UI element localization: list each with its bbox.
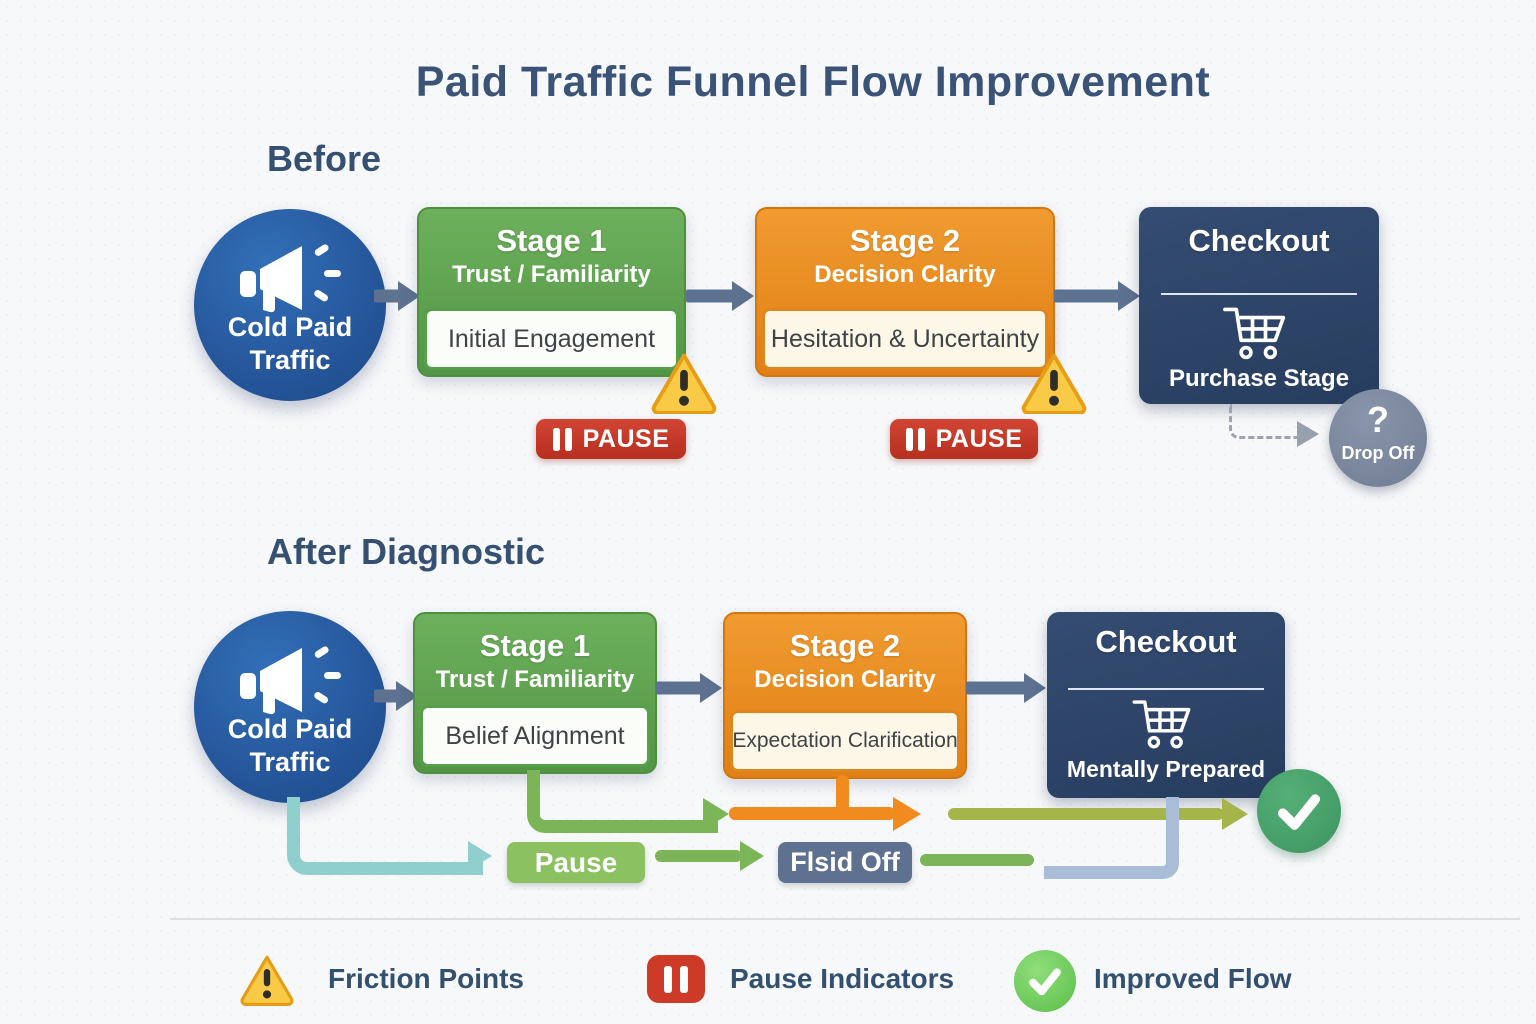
- after-checkout-box: Checkout Mentally Prepared: [1047, 612, 1285, 798]
- after-checkout-title: Checkout: [1095, 624, 1237, 659]
- checkout-divider: [1068, 688, 1264, 690]
- before-stage1-box: Stage 1 Trust / Familiarity Initial Enga…: [417, 207, 686, 377]
- before-stage2-title: Stage 2: [849, 223, 961, 258]
- dropoff-node: ? Drop Off: [1329, 389, 1427, 487]
- after-stage1-note: Belief Alignment: [420, 705, 650, 767]
- pause-icon: [552, 427, 572, 451]
- after-stage2-subtitle: Decision Clarity: [754, 666, 936, 693]
- pause-label: PAUSE: [935, 424, 1023, 453]
- flow-arrow-orange: [893, 797, 921, 831]
- after-heading: After Diagnostic: [267, 531, 546, 572]
- after-pause-badge: Pause: [507, 842, 645, 883]
- cart-icon: [1209, 303, 1309, 368]
- before-pause-badge-2: PAUSE: [890, 419, 1038, 459]
- after-stage2-box: Stage 2 Decision Clarity Expectation Cla…: [723, 612, 967, 779]
- after-checkout-note: Mentally Prepared: [1066, 756, 1266, 782]
- pause-icon: [905, 427, 925, 451]
- before-stage2-box: Stage 2 Decision Clarity Hesitation & Un…: [755, 207, 1055, 377]
- flow-arrow-teal: [468, 841, 492, 871]
- before-heading: Before: [267, 138, 382, 179]
- before-stage2-subtitle: Decision Clarity: [814, 261, 996, 288]
- flow-line-green-mid: [655, 850, 742, 862]
- after-flow-badge: Flsid Off: [778, 842, 912, 883]
- legend-improved-label: Improved Flow: [1094, 963, 1292, 994]
- warning-icon: [648, 350, 720, 419]
- after-arrow-3: [966, 673, 1046, 703]
- success-check-icon: [1257, 769, 1341, 853]
- flow-arrow-green-mid: [740, 841, 764, 871]
- before-stage1-title: Stage 1: [496, 223, 607, 258]
- checkout-divider: [1160, 293, 1358, 295]
- after-arrow-1: [374, 681, 418, 711]
- before-checkout-note: Purchase Stage: [1168, 365, 1350, 392]
- after-flow-badge-label: Flsid Off: [790, 847, 900, 877]
- before-stage1-note: Initial Engagement: [424, 308, 679, 370]
- warning-icon: [1018, 350, 1090, 419]
- after-arrow-2: [656, 673, 722, 703]
- legend-check-icon: [1014, 950, 1076, 1012]
- before-arrow-1: [374, 281, 420, 311]
- flow-line-olive: [948, 808, 1224, 820]
- cart-icon: [1119, 696, 1213, 757]
- page-title: Paid Traffic Funnel Flow Improvement: [415, 58, 1211, 106]
- flow-line-orange: [729, 807, 895, 820]
- before-cold-traffic-node: Cold Paid Traffic: [194, 209, 386, 401]
- after-stage2-note: Expectation Clarification: [730, 710, 960, 772]
- flow-arrow-green: [703, 798, 729, 830]
- legend-pause-label: Pause Indicators: [730, 963, 955, 994]
- after-cold-traffic-node: Cold Paid Traffic: [194, 611, 386, 803]
- before-stage2-note: Hesitation & Uncertainty: [762, 308, 1048, 370]
- flow-arrow-olive: [1222, 798, 1248, 830]
- before-checkout-title: Checkout: [1188, 223, 1330, 258]
- before-source-label: Cold Paid Traffic: [227, 312, 353, 376]
- after-source-label: Cold Paid Traffic: [227, 714, 353, 778]
- megaphone-icon: [232, 237, 352, 332]
- before-arrow-3: [1054, 281, 1140, 311]
- before-stage1-subtitle: Trust / Familiarity: [452, 261, 651, 288]
- before-pause-badge-1: PAUSE: [536, 419, 686, 459]
- before-arrow-2: [686, 281, 754, 311]
- question-icon: ?: [1367, 399, 1389, 440]
- dropoff-arrow-head: [1297, 421, 1319, 447]
- dropoff-label: Drop Off: [1341, 443, 1415, 463]
- flow-line-green: [527, 770, 718, 833]
- friction-warning-icon: [238, 948, 296, 1015]
- after-stage1-box: Stage 1 Trust / Familiarity Belief Align…: [413, 612, 657, 774]
- after-stage1-title: Stage 1: [479, 628, 591, 663]
- pause-label: PAUSE: [582, 424, 670, 453]
- after-stage1-subtitle: Trust / Familiarity: [435, 666, 635, 693]
- legend-friction-label: Friction Points: [328, 963, 524, 994]
- flow-line-teal: [287, 797, 483, 875]
- legend-divider: [170, 918, 1520, 920]
- flow-line-steelblue: [1044, 797, 1179, 879]
- megaphone-icon: [232, 639, 352, 734]
- after-pause-label: Pause: [534, 846, 618, 878]
- legend-pause-icon: [647, 955, 705, 1003]
- flow-line-green-end: [920, 854, 1034, 866]
- dropoff-dashed-connector: [1229, 404, 1302, 439]
- before-checkout-box: Checkout Purchase Stage: [1139, 207, 1379, 404]
- after-stage2-title: Stage 2: [789, 628, 901, 663]
